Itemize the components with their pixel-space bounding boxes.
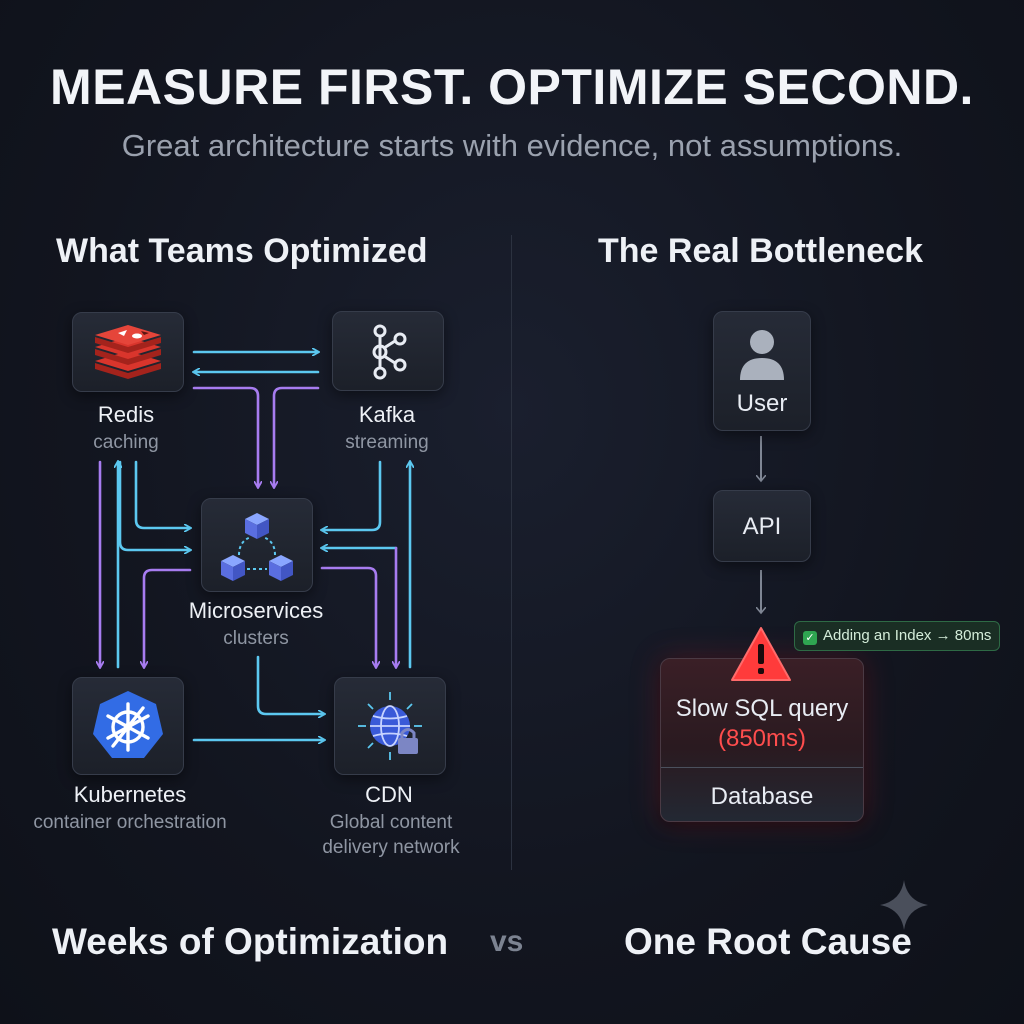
kafka-sub: streaming — [345, 432, 429, 453]
sparkle-icon — [880, 880, 928, 930]
cdn-sub-line1: Global content — [329, 812, 453, 833]
warning-icon — [731, 627, 791, 681]
user-card[interactable]: User — [713, 311, 811, 431]
fix-badge: ✓ Adding an Index → 80ms — [794, 621, 1001, 651]
arrow-redis-micro-2 — [118, 460, 190, 550]
section-divider — [511, 235, 512, 870]
footer-vs: vs — [490, 925, 524, 958]
arrow-top-to-micro-2 — [274, 386, 320, 487]
redis-icon — [95, 325, 161, 379]
slow-query-label: Slow SQL query — [675, 695, 849, 722]
fix-badge-text: Adding an Index → 80ms — [823, 627, 992, 644]
cdn-label: CDN — [365, 782, 413, 807]
arrow-top-to-micro-1 — [192, 386, 258, 487]
kafka-icon — [372, 324, 407, 380]
user-label: User — [736, 390, 788, 417]
cubes-icon — [221, 513, 293, 581]
right-heading: The Real Bottleneck — [598, 232, 923, 270]
cdn-card[interactable] — [334, 677, 446, 775]
redis-card[interactable] — [72, 312, 184, 392]
globe-lock-icon — [358, 692, 422, 760]
footer-left: Weeks of Optimization — [52, 921, 449, 962]
kubernetes-label: Kubernetes — [73, 782, 187, 807]
arrow-micro-cdn-2 — [256, 655, 324, 714]
kubernetes-card[interactable] — [72, 677, 184, 775]
api-card[interactable]: API — [713, 490, 811, 562]
arrow-micro-cdn-1 — [320, 566, 376, 667]
database-card[interactable]: Slow SQL query (850ms) Database — [660, 658, 864, 822]
user-icon — [740, 330, 784, 380]
cdn-sub-line2: delivery network — [322, 837, 460, 858]
microservices-sub: clusters — [223, 628, 289, 649]
database-divider — [661, 767, 863, 768]
left-heading: What Teams Optimized — [56, 232, 428, 270]
page-title: MEASURE FIRST. OPTIMIZE SECOND. — [50, 59, 974, 115]
redis-label: Redis — [97, 402, 155, 427]
database-label: Database — [710, 783, 814, 810]
arrow-micro-kubernetes — [144, 568, 192, 667]
arrow-redis-micro-1 — [134, 460, 190, 528]
api-label: API — [742, 513, 782, 540]
query-time: (850ms) — [717, 725, 807, 752]
arrow-kafka-micro-1 — [322, 460, 382, 530]
microservices-label: Microservices — [188, 598, 324, 623]
check-icon: ✓ — [803, 631, 817, 645]
microservices-card[interactable] — [201, 498, 313, 592]
kafka-label: Kafka — [358, 402, 416, 427]
kubernetes-sub: container orchestration — [33, 812, 227, 833]
redis-sub: caching — [93, 432, 159, 453]
page-subtitle: Great architecture starts with evidence,… — [121, 128, 903, 163]
kafka-card[interactable] — [332, 311, 444, 391]
footer-right: One Root Cause — [624, 921, 912, 962]
kubernetes-helm-icon — [93, 691, 163, 758]
